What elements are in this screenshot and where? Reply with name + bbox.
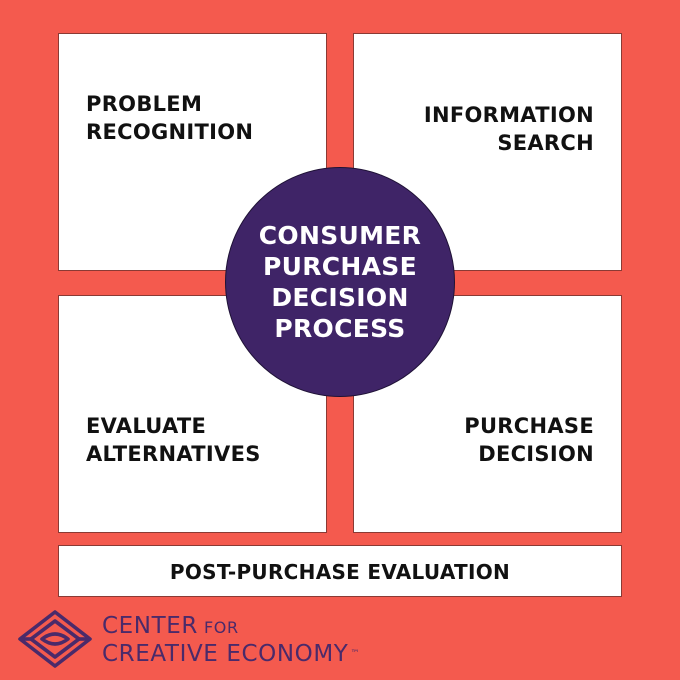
label-line: SEARCH	[497, 131, 594, 155]
label-line: EVALUATE	[86, 414, 207, 438]
logo-creative-economy: CREATIVE ECONOMY	[102, 641, 349, 667]
label-line: DECISION	[478, 442, 594, 466]
step-problem-recognition: PROBLEM RECOGNITION	[58, 33, 327, 271]
center-circle: CONSUMER PURCHASE DECISION PROCESS	[225, 167, 455, 397]
logo-line-1: CENTER FOR	[102, 613, 360, 641]
label-line: PURCHASE	[464, 414, 594, 438]
step-information-search-label: INFORMATION SEARCH	[424, 101, 594, 157]
step-evaluate-alternatives-label: EVALUATE ALTERNATIVES	[86, 412, 261, 468]
step-purchase-decision-label: PURCHASE DECISION	[464, 412, 594, 468]
center-title-line: PURCHASE	[263, 252, 417, 281]
center-title: CONSUMER PURCHASE DECISION PROCESS	[259, 220, 421, 344]
step-problem-recognition-label: PROBLEM RECOGNITION	[86, 90, 253, 146]
center-title-line: PROCESS	[274, 314, 406, 343]
label-line: INFORMATION	[423, 103, 594, 127]
label-line: RECOGNITION	[86, 120, 254, 144]
logo-center-word: CENTER	[102, 613, 198, 639]
step-post-purchase-evaluation: POST-PURCHASE EVALUATION	[58, 545, 622, 597]
eye-logo-icon	[18, 610, 92, 668]
step-post-purchase-evaluation-label: POST-PURCHASE EVALUATION	[169, 560, 511, 584]
logo-for-word: FOR	[203, 618, 239, 637]
center-title-line: CONSUMER	[258, 221, 422, 250]
trademark-mark: ™	[350, 649, 361, 659]
label-line: ALTERNATIVES	[86, 442, 261, 466]
center-title-line: DECISION	[271, 283, 409, 312]
label-line: PROBLEM	[86, 92, 203, 116]
